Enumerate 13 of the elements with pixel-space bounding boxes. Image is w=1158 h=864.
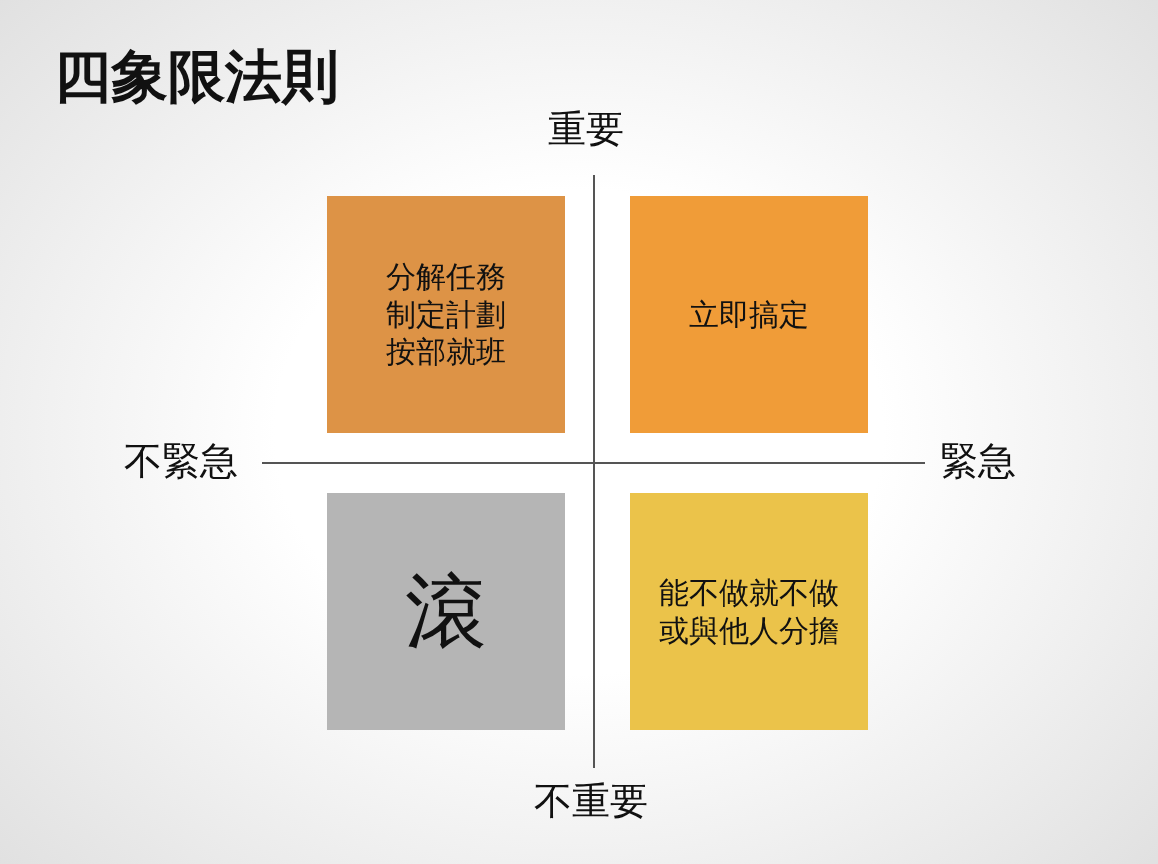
quadrant-text: 分解任務制定計劃按部就班: [385, 258, 507, 371]
quadrant-text: 滾: [405, 562, 487, 661]
quadrant-box: [327, 493, 565, 730]
quadrant-text: 立即搞定: [689, 295, 809, 334]
quadrant-box: [327, 196, 565, 433]
axis-label: 緊急: [940, 442, 1016, 480]
axis-label: 不緊急: [124, 442, 238, 480]
quadrant-box: [630, 493, 868, 730]
quadrant-text: 能不做就不做或與他人分擔: [658, 574, 840, 649]
quadrant-box: [630, 196, 868, 433]
axis-label: 不重要: [534, 782, 648, 820]
title: 四象限法則: [54, 48, 339, 105]
axis-label: 重要: [548, 110, 624, 148]
